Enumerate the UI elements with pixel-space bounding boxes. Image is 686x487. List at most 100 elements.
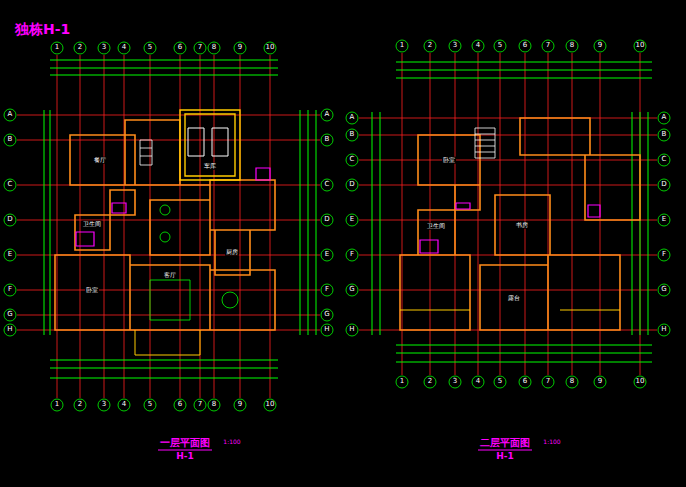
dimension-lines [44, 60, 652, 378]
car-symbols [188, 128, 228, 156]
terrace-outline [135, 310, 620, 355]
axis-number: C [662, 156, 667, 164]
axis-bubble [4, 109, 16, 121]
axis-bubble [658, 154, 670, 166]
axis-number: A [325, 111, 330, 119]
axis-number: 7 [546, 378, 550, 386]
axis-line [124, 55, 125, 398]
axis-bubble [346, 129, 358, 141]
axis-bubble [594, 40, 606, 52]
axis-line [214, 55, 215, 398]
axis-number: 9 [598, 42, 602, 50]
furniture-symbols [150, 205, 238, 320]
axis-bubble [4, 134, 16, 146]
drawing-code: H-1 [495, 452, 515, 462]
axis-bubble [519, 40, 531, 52]
axis-number: A [8, 111, 13, 119]
axis-bubble [321, 284, 333, 296]
axis-bubble [118, 42, 130, 54]
axis-bubble [4, 214, 16, 226]
axis-bubble [346, 214, 358, 226]
axis-number: G [661, 286, 666, 294]
axis-number: C [350, 156, 355, 164]
axis-line [359, 118, 657, 119]
axis-bubble [74, 399, 86, 411]
axis-bubble [234, 399, 246, 411]
axis-number: F [350, 251, 354, 259]
axis-number: 4 [476, 42, 480, 50]
axis-bubble [346, 154, 358, 166]
axis-bubble [144, 42, 156, 54]
axis-bubble [472, 40, 484, 52]
axis-number: 1 [400, 42, 404, 50]
axis-number: 2 [428, 378, 432, 386]
axis-number: E [350, 216, 354, 224]
room-name: 卧室 [85, 287, 99, 294]
axis-bubble [424, 376, 436, 388]
room-name: 卫生间 [426, 223, 446, 230]
axis-line [359, 185, 657, 186]
scale-note: 1:100 [222, 439, 241, 446]
axis-bubble [396, 40, 408, 52]
axis-bubble [542, 40, 554, 52]
axis-bubble [208, 399, 220, 411]
axis-bubble [346, 179, 358, 191]
axis-bubble [634, 40, 646, 52]
axis-number: B [8, 136, 13, 144]
axis-bubble [449, 40, 461, 52]
axis-number: D [324, 216, 329, 224]
axis-bubble [4, 284, 16, 296]
axis-bubble [264, 42, 276, 54]
sheet-title: 独栋H-1 [14, 22, 71, 37]
scale-note: 1:100 [542, 439, 561, 446]
axis-bubble [51, 42, 63, 54]
axis-number: 1 [400, 378, 404, 386]
axis-number: C [8, 181, 13, 189]
axis-bubble [346, 284, 358, 296]
axis-number: 1 [55, 44, 59, 52]
axis-bubble [321, 179, 333, 191]
axis-number: 6 [178, 401, 182, 409]
axis-number: 5 [148, 44, 152, 52]
axis-bubble [98, 42, 110, 54]
axis-line [402, 53, 403, 375]
axis-number: 3 [102, 401, 106, 409]
axis-bubble [542, 376, 554, 388]
room-name: 卫生间 [82, 221, 102, 228]
axis-number: E [325, 251, 329, 259]
axis-bubble [264, 399, 276, 411]
axis-number: 9 [238, 401, 242, 409]
axis-bubble [566, 376, 578, 388]
axis-bubble [424, 40, 436, 52]
garage-outline [180, 110, 240, 180]
axis-number: 10 [636, 42, 645, 50]
axis-number: 9 [598, 378, 602, 386]
axis-number: 6 [178, 44, 182, 52]
axis-bubble [194, 42, 206, 54]
drawing-code: H-1 [175, 452, 195, 462]
axis-bubble [4, 249, 16, 261]
axis-line [180, 55, 181, 398]
axis-line [17, 140, 320, 141]
room-name: 卧室 [442, 157, 456, 164]
wall-lines [55, 118, 640, 330]
axis-bubble [346, 249, 358, 261]
axis-number: 8 [212, 401, 216, 409]
axis-number: A [662, 114, 667, 122]
axis-bubble [634, 376, 646, 388]
room-name: 露台 [507, 295, 521, 302]
axis-bubble [658, 284, 670, 296]
axis-number: H [324, 326, 329, 334]
fixture-symbols [76, 168, 600, 253]
axis-line [500, 53, 501, 375]
axis-line [17, 115, 320, 116]
axis-bubble [658, 324, 670, 336]
stair-symbol [140, 128, 495, 165]
axis-bubble [98, 399, 110, 411]
axis-number: C [325, 181, 330, 189]
axis-bubble [4, 324, 16, 336]
axis-bubble [346, 112, 358, 124]
axis-number: G [7, 311, 12, 319]
axis-bubble [519, 376, 531, 388]
